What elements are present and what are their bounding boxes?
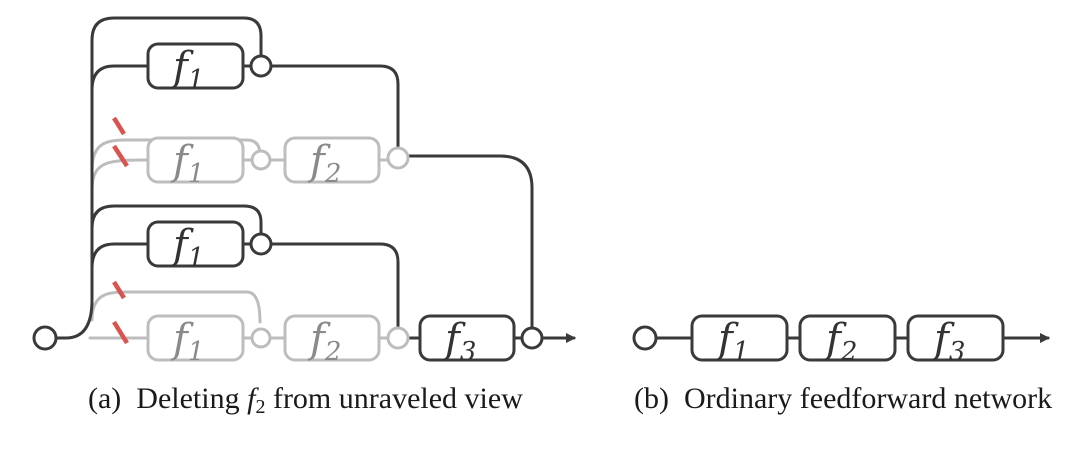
ff-input-node	[632, 325, 658, 351]
caption-a-sub: 2	[255, 396, 266, 418]
panel-b: f1 f2 f3	[632, 314, 1050, 367]
upper-node-to-f2-sum	[269, 64, 400, 152]
cut-mark-1	[112, 116, 126, 136]
lower-f1-sum-node	[249, 232, 273, 256]
deleted-upper-f2-module: f2	[283, 136, 381, 189]
ff-f3-module: f3	[906, 314, 1005, 367]
deleted-lower-f1-module: f1	[146, 314, 245, 367]
caption-a-suffix: from unraveled view	[265, 382, 523, 415]
cut-mark-2	[112, 144, 129, 168]
active-paths	[55, 16, 576, 343]
path-to-upper-f1	[90, 64, 150, 92]
upper-f1-sum-node	[249, 54, 273, 78]
deleted-lower-f2-module: f2	[283, 314, 381, 367]
cut-mark-3	[112, 280, 126, 300]
ff-f1-module: f1	[690, 314, 789, 367]
module-label: f3	[931, 316, 965, 367]
ff-f2-module: f2	[798, 314, 897, 367]
upper-f1-module: f1	[146, 42, 245, 95]
path-to-lower-f1	[90, 242, 150, 270]
deleted-upper-f1-module: f1	[146, 136, 245, 189]
lower-skip-path	[90, 204, 263, 238]
deleted-lower-sum-node-1	[250, 327, 272, 349]
lower-node-to-f2-sum	[269, 242, 400, 330]
deleted-upper-sum-node-1	[250, 149, 272, 171]
cut-marks	[112, 116, 129, 345]
output-sum-node	[520, 326, 544, 350]
input-node	[32, 325, 58, 351]
caption-a-prefix: (a) Deleting	[88, 382, 248, 415]
caption-b-text: (b) Ordinary feedforward network	[634, 382, 1053, 415]
caption-panel-a: (a) Deleting f2 from unraveled view	[88, 382, 523, 419]
deleted-path-upper-skip	[90, 138, 262, 172]
deleted-lower-sum-node-2	[386, 326, 410, 350]
panel-a: f1 f1 f2 f1 f1 f2 f3	[32, 16, 576, 367]
caption-a-fn: f	[247, 382, 256, 415]
deleted-path-upper-f1-input	[90, 158, 150, 192]
module-label: f1	[170, 138, 204, 189]
caption-panel-b: (b) Ordinary feedforward network	[634, 382, 1052, 416]
lower-f1-module: f1	[146, 220, 245, 273]
cut-mark-4	[112, 320, 129, 345]
f3-module: f3	[418, 314, 516, 367]
deleted-upper-sum-node-2	[386, 146, 410, 170]
deleted-path-lower-skip	[90, 290, 262, 324]
module-label: f2	[307, 316, 341, 367]
upper-block-to-output	[406, 154, 534, 330]
input-trunk	[55, 16, 263, 340]
